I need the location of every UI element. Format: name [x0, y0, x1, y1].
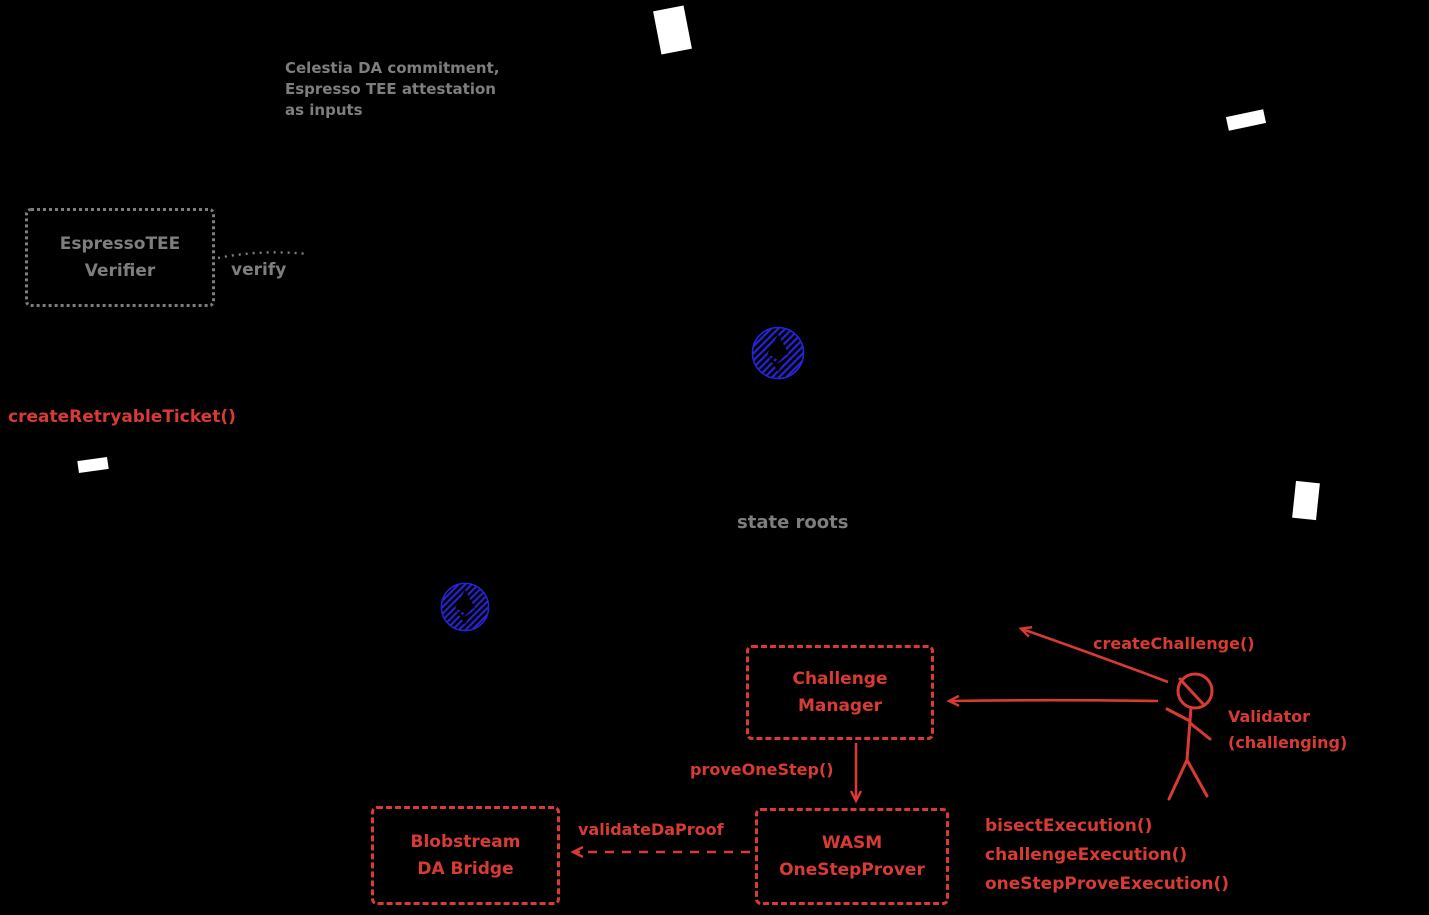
espresso-tee-verifier-box: EspressoTEE Verifier	[25, 208, 215, 307]
document-page-icon-right-top	[1225, 109, 1267, 131]
one-step-prove-execution-label: oneStepProveExecution()	[985, 874, 1230, 894]
wasm-one-step-prover-box: WASM OneStepProver	[755, 808, 949, 905]
blobstream-da-bridge-box: Blobstream DA Bridge	[371, 806, 560, 905]
create-retryable-ticket-label: createRetryableTicket()	[8, 407, 236, 427]
challenge-execution-label: challengeExecution()	[985, 845, 1188, 865]
challenge-methods-list: bisectExecution() challengeExecution() o…	[985, 812, 1229, 899]
ethereum-logo-icon-lower	[440, 582, 490, 632]
verify-dotted-connector	[217, 251, 309, 260]
document-page-icon-right	[1292, 480, 1320, 521]
create-challenge-label: createChallenge()	[1093, 634, 1255, 653]
validator-label: Validator (challenging)	[1228, 707, 1348, 752]
celestia-inputs-note: Celestia DA commitment, Espresso TEE att…	[285, 59, 500, 119]
document-page-icon-left	[77, 456, 109, 474]
bisect-execution-label: bisectExecution()	[985, 816, 1153, 836]
validator-stick-figure-icon	[1150, 665, 1240, 810]
verify-label: verify	[231, 260, 287, 280]
document-page-icon-top	[653, 5, 692, 55]
challenge-arrow-to-manager	[950, 700, 1159, 701]
validate-da-proof-label: validateDaProof	[578, 820, 724, 839]
state-roots-label: state roots	[737, 512, 849, 533]
challenge-manager-box: Challenge Manager	[746, 645, 934, 740]
ethereum-logo-icon-upper	[751, 326, 805, 380]
prove-one-step-label: proveOneStep()	[690, 760, 834, 779]
